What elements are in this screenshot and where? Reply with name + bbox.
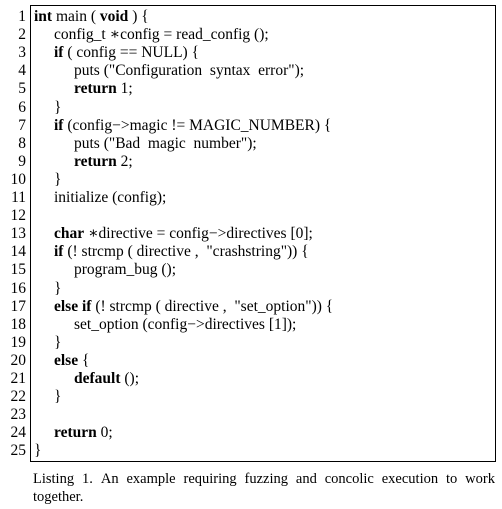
code-line: } [54,388,61,406]
code-line: return 0; [54,424,113,442]
code-line: default (); [74,370,139,388]
code-token: (! strcmp ( directive , "crashstring")) … [63,243,309,261]
code-line: program_bug (); [74,261,176,279]
line-number: 6 [18,98,26,116]
code-token: { [78,351,90,369]
code-line: } [54,334,61,352]
code-token: initialize (config); [54,189,167,206]
code-token: puts ("Configuration syntax error"); [74,62,305,80]
line-number: 9 [18,152,26,170]
line-number: 16 [10,279,27,297]
code-line: puts ("Bad magic number"); [74,135,257,153]
line-number: 11 [11,189,26,206]
line-number: 21 [10,370,27,387]
line-number: 3 [18,44,26,62]
code-line: else { [54,352,89,370]
line-number: 12 [10,207,27,225]
line-number: 1 [18,8,26,25]
code-token: main ( [52,8,100,25]
listing-caption: Listing 1.An example requiring fuzzing a… [33,470,495,506]
code-line: char ∗directive = config−>directives [0]… [54,225,313,243]
line-number: 4 [18,62,26,80]
code-keyword: return [74,80,117,98]
code-keyword: if [54,243,64,261]
code-token: ( config == NULL) { [63,44,200,62]
line-number: 15 [10,261,27,279]
code-keyword: else if [54,297,92,315]
line-number: 24 [10,424,27,442]
code-token: puts ("Bad magic number"); [74,134,257,152]
code-token: } [54,388,62,406]
code-token: 1; [116,80,133,98]
code-keyword: if [54,116,64,134]
code-listing-box [30,5,496,462]
line-number: 23 [10,406,27,424]
code-line: return 1; [74,80,133,98]
code-keyword: return [74,152,117,170]
code-keyword: else [54,351,79,369]
line-number: 13 [10,225,27,243]
code-token: config_t ∗config = read_config (); [54,26,269,44]
line-number: 5 [18,80,26,98]
line-number: 22 [10,388,27,406]
caption-label: Listing 1. [33,471,93,487]
code-token: (config−>magic != MAGIC_NUMBER) { [63,116,332,134]
code-line: } [54,280,61,298]
line-number: 20 [10,351,27,369]
code-line: if ( config == NULL) { [54,44,199,62]
code-token: (! strcmp ( directive , "set_option")) { [91,297,334,315]
code-token: 0; [96,424,113,442]
code-line: config_t ∗config = read_config (); [54,26,269,44]
code-keyword: return [54,424,97,442]
line-number: 14 [10,243,27,261]
code-line: } [54,171,61,189]
code-token: } [54,333,62,351]
line-number: 19 [10,333,27,351]
code-line: puts ("Configuration syntax error"); [74,62,304,80]
code-keyword: int [34,8,53,25]
code-token: } [54,170,62,188]
caption-text: An example requiring fuzzing and concoli… [33,471,495,505]
line-number: 18 [10,315,27,333]
code-token: } [54,98,62,116]
code-token: } [34,442,42,460]
code-line: } [54,99,61,117]
code-line: set_option (config−>directives [1]); [74,316,296,334]
code-token: } [54,279,62,297]
code-line: } [34,442,41,460]
line-number: 10 [10,170,27,188]
code-token: ) { [128,8,149,25]
code-line: return 2; [74,153,133,171]
code-token: 2; [116,152,133,170]
line-number: 2 [18,26,26,44]
code-token: (); [120,370,140,387]
code-keyword: void [99,8,129,25]
code-keyword: default [74,370,121,387]
line-number: 7 [18,116,26,134]
code-token: set_option (config−>directives [1]); [74,315,297,333]
line-number: 8 [18,134,26,152]
code-token: program_bug (); [74,261,177,279]
line-number: 25 [10,442,27,460]
code-line: if (config−>magic != MAGIC_NUMBER) { [54,117,331,135]
code-line: int main ( void ) { [34,8,149,26]
line-number: 17 [10,297,27,315]
code-line: if (! strcmp ( directive , "crashstring"… [54,243,309,261]
code-line: else if (! strcmp ( directive , "set_opt… [54,298,333,316]
code-token: ∗directive = config−>directives [0]; [84,225,313,243]
code-keyword: char [54,225,85,243]
code-keyword: if [54,44,64,62]
code-line: initialize (config); [54,189,166,207]
